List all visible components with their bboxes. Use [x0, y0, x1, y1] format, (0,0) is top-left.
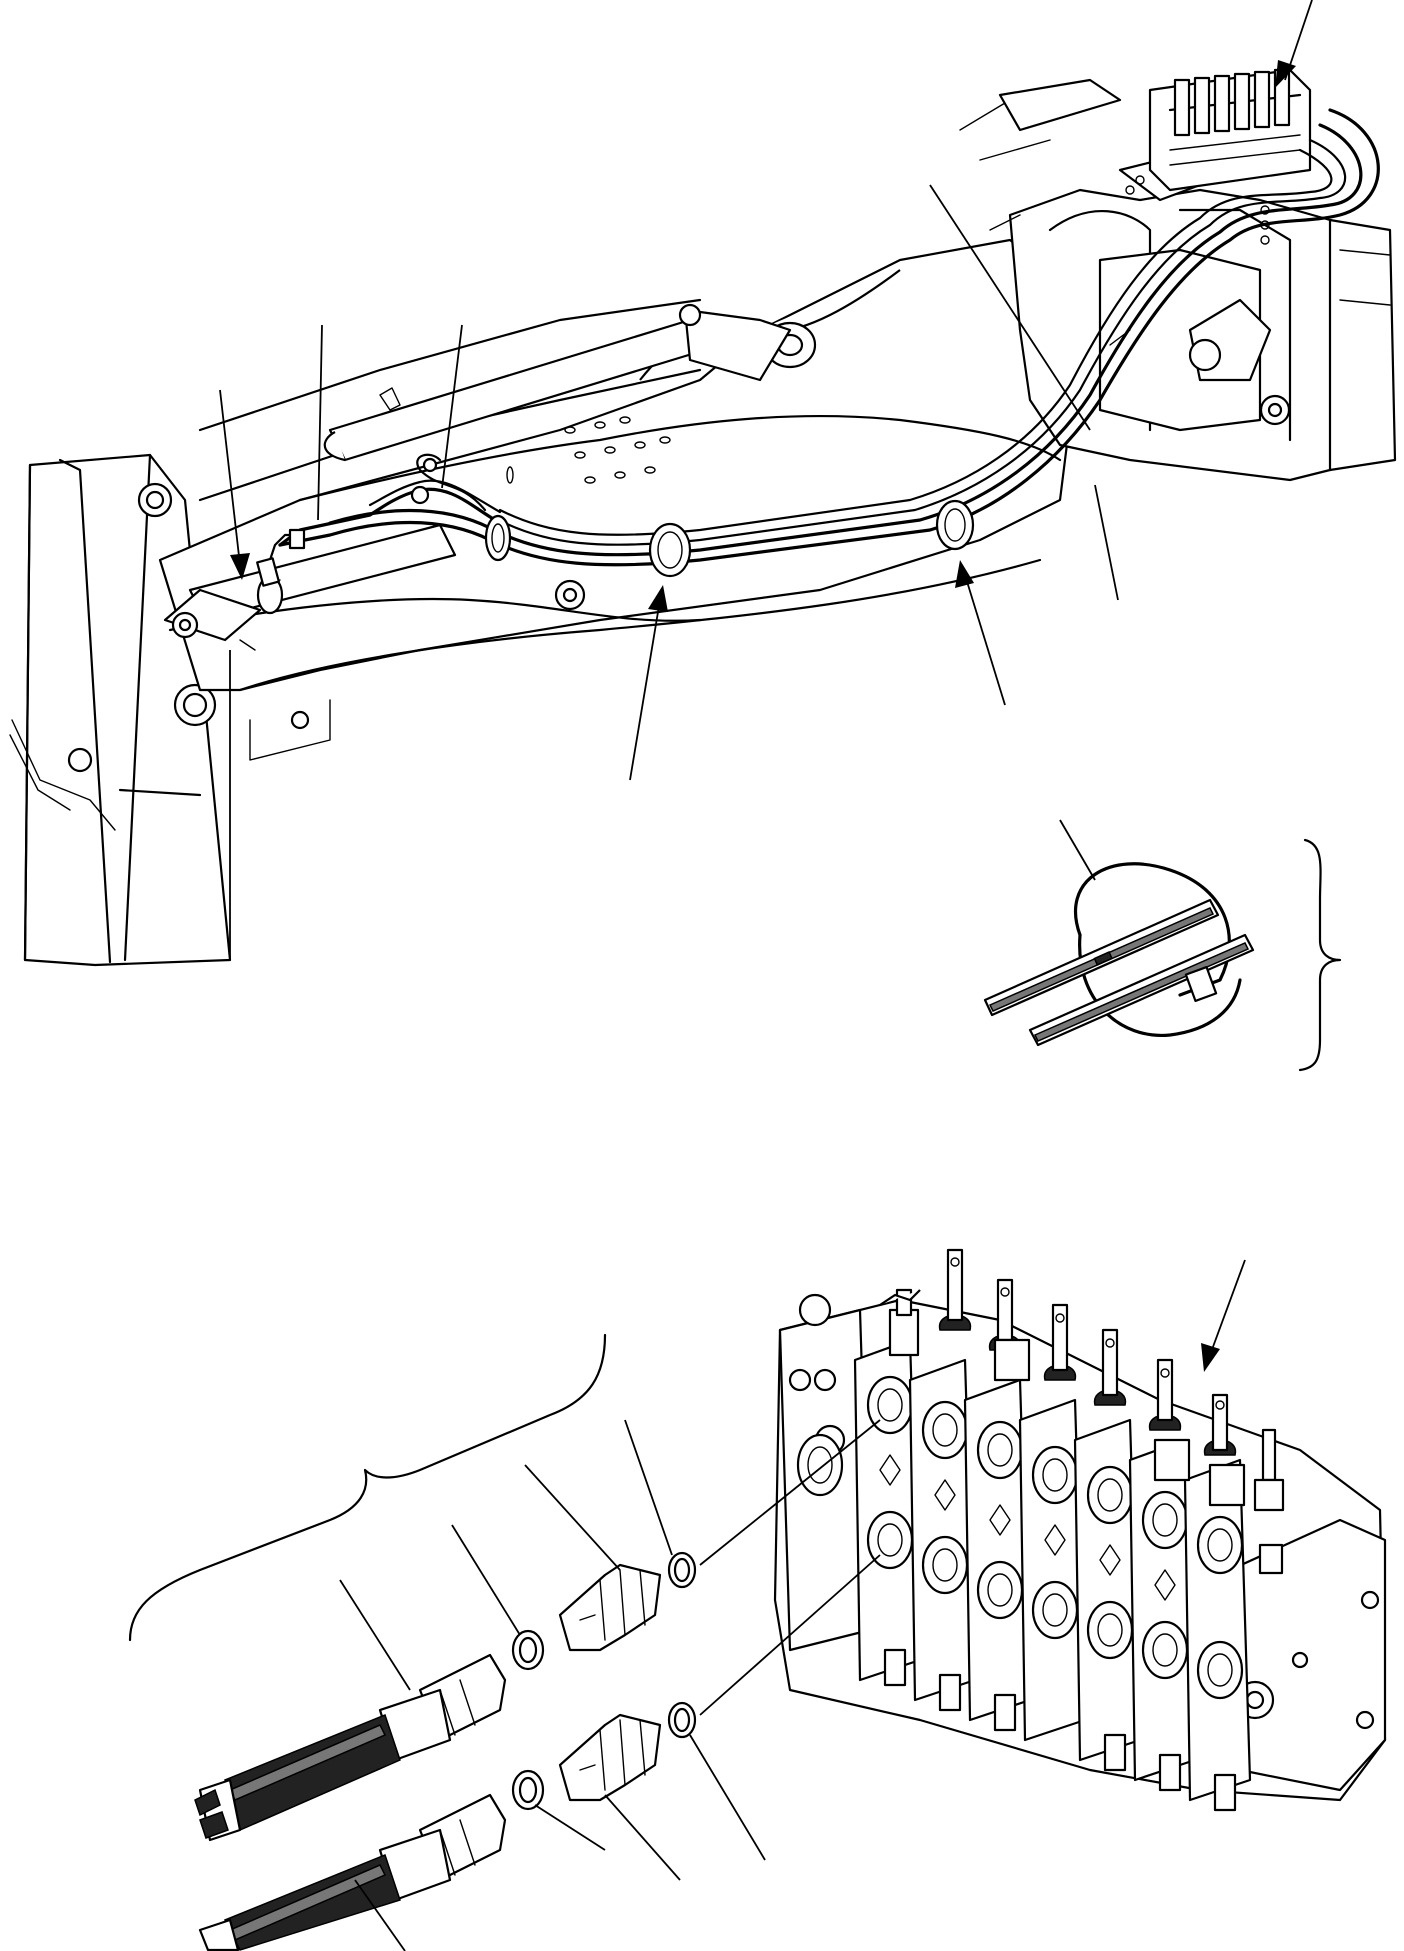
spool-4	[1044, 1303, 1076, 1381]
leader-boom-right	[929, 184, 1091, 431]
oring-lower-2	[511, 1769, 545, 1811]
valve-section-5	[1073, 1418, 1142, 1772]
upper-view	[9, 0, 1397, 1072]
arrow-control-valve-head	[1201, 1343, 1220, 1372]
lower-callouts	[339, 1259, 1246, 1951]
hose-assembly-upper	[194, 1551, 697, 1842]
frame-post	[9, 453, 232, 967]
leader-hose-right	[441, 324, 463, 489]
hydraulic-cylinder-upper	[323, 303, 817, 462]
valve-section-7	[1183, 1458, 1252, 1812]
leader-clamp-detail	[1059, 819, 1096, 881]
leader-hose-left	[317, 324, 323, 521]
leader-oring-4	[534, 1804, 606, 1851]
spool-3	[989, 1278, 1031, 1382]
adapter-lower	[558, 1713, 662, 1802]
leader-hose-1	[339, 1579, 411, 1691]
arrow-clamp-right	[964, 574, 1006, 706]
spool-6	[1149, 1358, 1191, 1482]
valve-spools	[879, 1248, 1285, 1575]
assembly-brace	[128, 1333, 607, 1642]
arrow-valve-top-head	[1275, 60, 1296, 88]
assembly-lines	[699, 1419, 881, 1716]
control-valve	[773, 1248, 1387, 1812]
leader-oring-3	[689, 1734, 766, 1861]
adapter-upper	[558, 1563, 662, 1652]
valve-section-4	[1018, 1398, 1087, 1742]
boom-arm	[158, 238, 1072, 761]
arrow-clamp-right-head	[955, 560, 974, 588]
leader-adapter-2	[604, 1794, 681, 1881]
machine-mount	[959, 78, 1397, 482]
arrow-control-valve	[1209, 1259, 1246, 1356]
valve-sections	[853, 1338, 1252, 1812]
spool-2	[939, 1248, 971, 1331]
valve-section-1	[853, 1338, 922, 1687]
spool-5	[1094, 1328, 1126, 1406]
arrow-cylinder-port-head	[230, 553, 250, 580]
boom-holes	[506, 416, 671, 484]
clamp-1	[484, 514, 512, 562]
oring-lower-1	[667, 1701, 697, 1739]
clamp-2	[648, 522, 692, 578]
hose-lower	[198, 1793, 507, 1951]
spool-1	[879, 1288, 921, 1357]
oring-upper-1	[667, 1551, 697, 1589]
leader-boom-lower	[1094, 484, 1119, 601]
spool-8	[1253, 1428, 1285, 1575]
valve-section-2	[908, 1358, 977, 1712]
cylinder-fittings	[256, 457, 438, 587]
upper-callouts	[219, 0, 1313, 960]
oring-upper-2	[511, 1629, 545, 1671]
hose-upper	[194, 1653, 507, 1842]
arrow-clamp-mid	[629, 599, 661, 781]
arrow-clamp-mid-head	[648, 585, 668, 612]
spool-7	[1204, 1393, 1246, 1507]
lower-view	[128, 1248, 1387, 1951]
hose-assembly-lower	[198, 1701, 697, 1951]
valve-section-3	[963, 1378, 1032, 1732]
leader-hose-2	[354, 1879, 406, 1951]
leader-oring-2	[451, 1524, 521, 1636]
clamp-detail-inset	[983, 819, 1342, 1072]
leader-oring-1	[624, 1419, 673, 1556]
clamp-3	[935, 499, 975, 551]
hose-clamps	[484, 499, 975, 578]
arrow-cylinder-port	[219, 389, 241, 566]
leader-adapter-1	[524, 1464, 621, 1571]
valve-block-top	[1148, 68, 1312, 192]
valve-stems	[1173, 68, 1291, 137]
hydraulic-cylinder-lower	[163, 523, 457, 651]
